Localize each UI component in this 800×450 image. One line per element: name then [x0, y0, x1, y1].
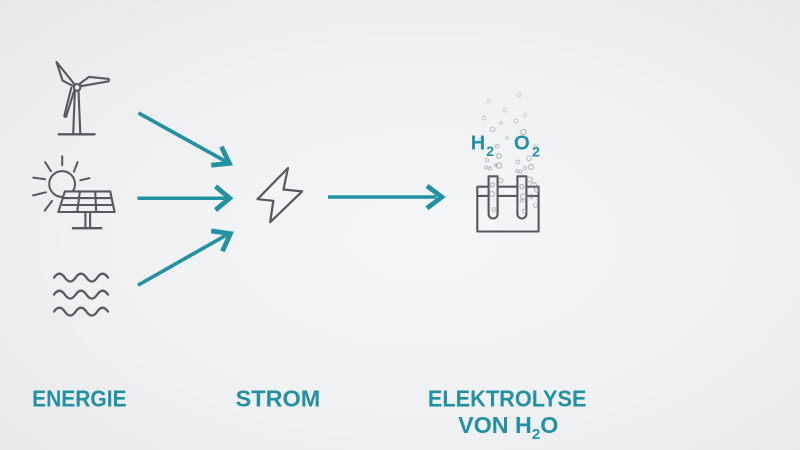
- svg-text:ENERGIE: ENERGIE: [32, 385, 127, 411]
- svg-text:2: 2: [486, 143, 494, 159]
- svg-text:H: H: [471, 132, 485, 154]
- svg-text:O: O: [514, 131, 530, 154]
- svg-text:ELEKTROLYSE: ELEKTROLYSE: [428, 385, 587, 411]
- svg-text:STROM: STROM: [236, 385, 321, 411]
- svg-text:2: 2: [532, 143, 540, 159]
- svg-text:VON H2O: VON H2O: [458, 412, 558, 443]
